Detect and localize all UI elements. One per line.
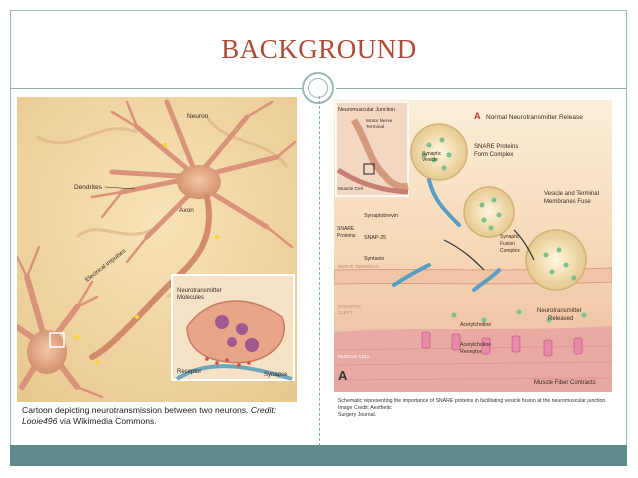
label-vesicle-fuse-1: Vesicle and Terminal [544, 191, 599, 197]
footer-bar [10, 445, 627, 466]
label-snare-form-2: Form Complex [474, 152, 513, 158]
title-rule-left [10, 88, 302, 89]
label-dendrites: Dendrites [74, 184, 103, 191]
label-panel-title: Normal Neurotransmitter Release [486, 114, 583, 121]
label-axon: Axon [179, 207, 194, 214]
label-acetylcholine: Acetylcholine [460, 322, 491, 328]
right-caption-line1: Schematic representing the importance of… [338, 398, 607, 411]
label-motor-nerve-1: Motor Nerve [366, 118, 393, 124]
right-caption-line2: Surgery Journal. [338, 412, 377, 418]
label-synaptic-cleft-1: SYNAPTIC [338, 304, 362, 309]
label-panel-a: A [474, 111, 481, 121]
label-ach-receptor-2: Receptor [460, 349, 482, 355]
label-neuron: Neuron [187, 113, 209, 120]
label-fusion-2: Fusion [500, 241, 515, 247]
label-panel-a2: A [338, 368, 348, 383]
left-caption-author: Looie496 [22, 416, 58, 426]
label-receptor: Receptor [177, 369, 201, 375]
label-nerve-terminus: NERVE TERMINUS [338, 264, 379, 269]
label-snap25: SNAP-25 [364, 235, 386, 241]
label-nmj: Neuromuscular Junction [338, 107, 395, 113]
label-muscle-cell-small: Muscle Cell [338, 186, 363, 192]
label-nt-released-2: Released [548, 316, 573, 322]
neurotransmission-illustration: Neuron Dendrites Axon Electrical impulse… [17, 97, 297, 402]
label-snare-form-1: SNARE Proteins [474, 144, 518, 150]
column-divider [319, 96, 320, 446]
label-synaptic-vesicle-2: Vesicle [422, 157, 438, 163]
label-nt-molecules-1: Neurotransmitter [177, 288, 222, 294]
label-nt-molecules-2: Molecules [177, 295, 204, 301]
left-caption-source: via Wikimedia Commons. [57, 416, 157, 426]
label-nt-released-1: Neurotransmitter [537, 308, 582, 314]
snare-proteins-schematic: Neuromuscular Junction Motor Nerve Termi… [334, 100, 612, 392]
label-synaptobrevin: Synaptobrevin [364, 213, 398, 219]
label-fusion-1: Synaptic [500, 234, 520, 240]
label-snare-proteins-1: SNARE [337, 226, 355, 232]
label-muscle-contracts: Muscle Fiber Contracts [534, 380, 596, 386]
label-vesicle-fuse-2: Membranes Fuse [544, 199, 591, 205]
title-ornament-circle [302, 72, 334, 104]
left-caption-credit: Credit: [250, 405, 277, 415]
label-ach-receptor-1: Acetylcholine [460, 342, 491, 348]
label-muscle-cell: MUSCLE CELL [338, 354, 370, 359]
slide-title: BACKGROUND [221, 34, 417, 64]
label-snare-proteins-2: Proteins [337, 233, 356, 239]
label-fusion-3: Complex [500, 248, 520, 254]
left-caption: Cartoon depicting neurotransmission betw… [22, 405, 307, 427]
title-rule-right [336, 88, 627, 89]
label-syntaxin: Syntaxin [364, 256, 384, 262]
label-synaptic-cleft-2: CLEFT [338, 310, 353, 315]
label-synapse: Synapse [264, 372, 288, 378]
label-motor-nerve-2: Terminal [366, 124, 384, 130]
label-synaptic-vesicle-1: Synaptic [422, 151, 442, 157]
left-caption-main: Cartoon depicting neurotransmission betw… [22, 405, 251, 415]
right-caption: Schematic representing the importance of… [338, 398, 610, 419]
